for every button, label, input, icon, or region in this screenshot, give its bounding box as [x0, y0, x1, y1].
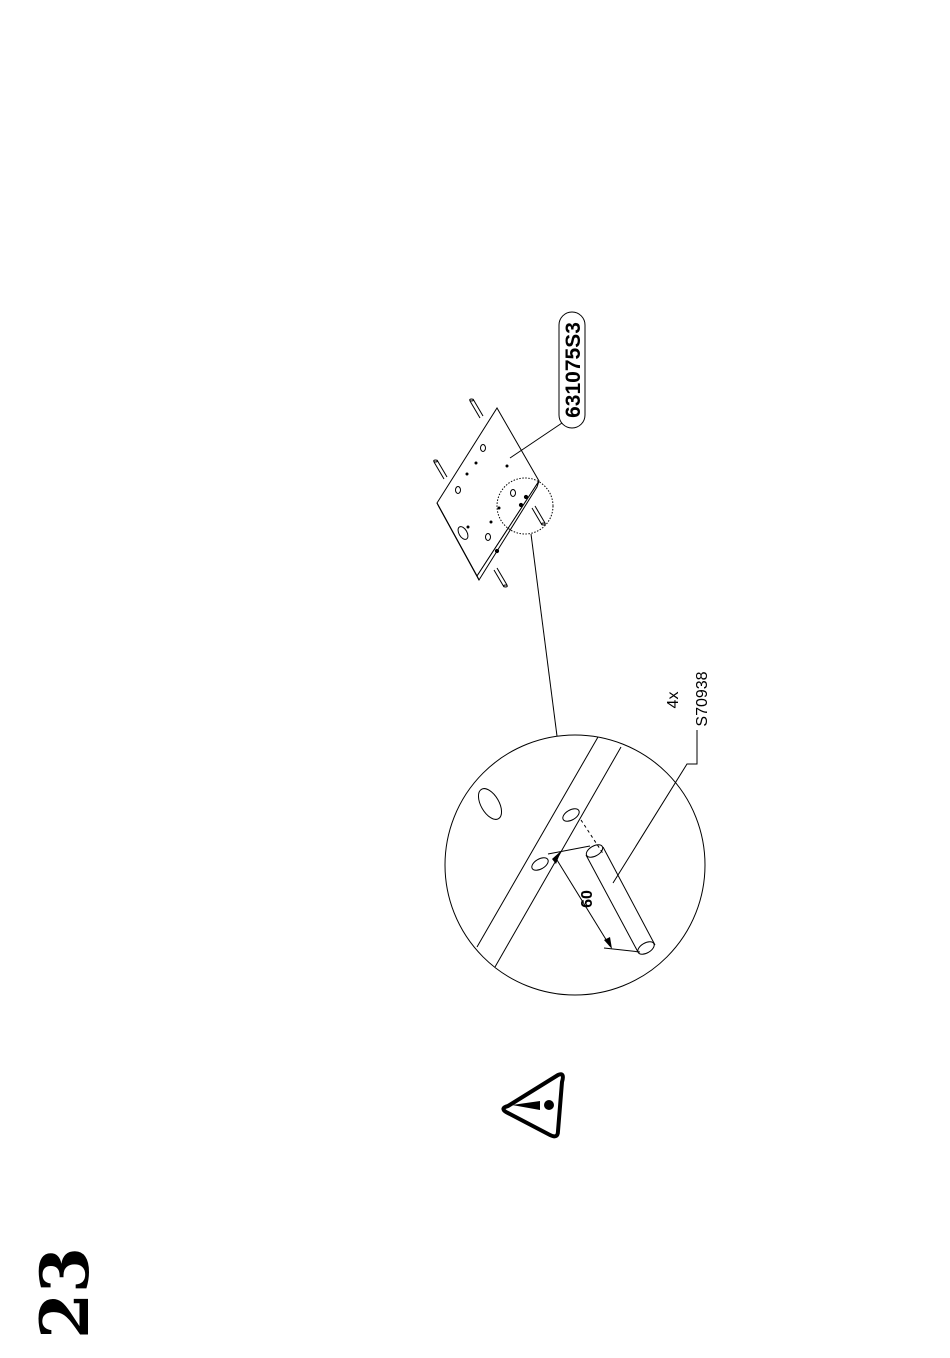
warning-triangle-icon — [503, 1074, 562, 1136]
hardware-code: S70938 — [694, 671, 711, 726]
detail-connector-line — [531, 534, 557, 736]
dimension-value: 60 — [579, 890, 596, 908]
step-number: 23 — [26, 1247, 104, 1339]
part-code: 631075S3 — [562, 322, 585, 418]
part-leader-line — [510, 423, 562, 458]
magnified-detail — [445, 730, 705, 995]
hardware-quantity: 4x — [665, 692, 682, 709]
panel-illustration — [434, 399, 546, 587]
